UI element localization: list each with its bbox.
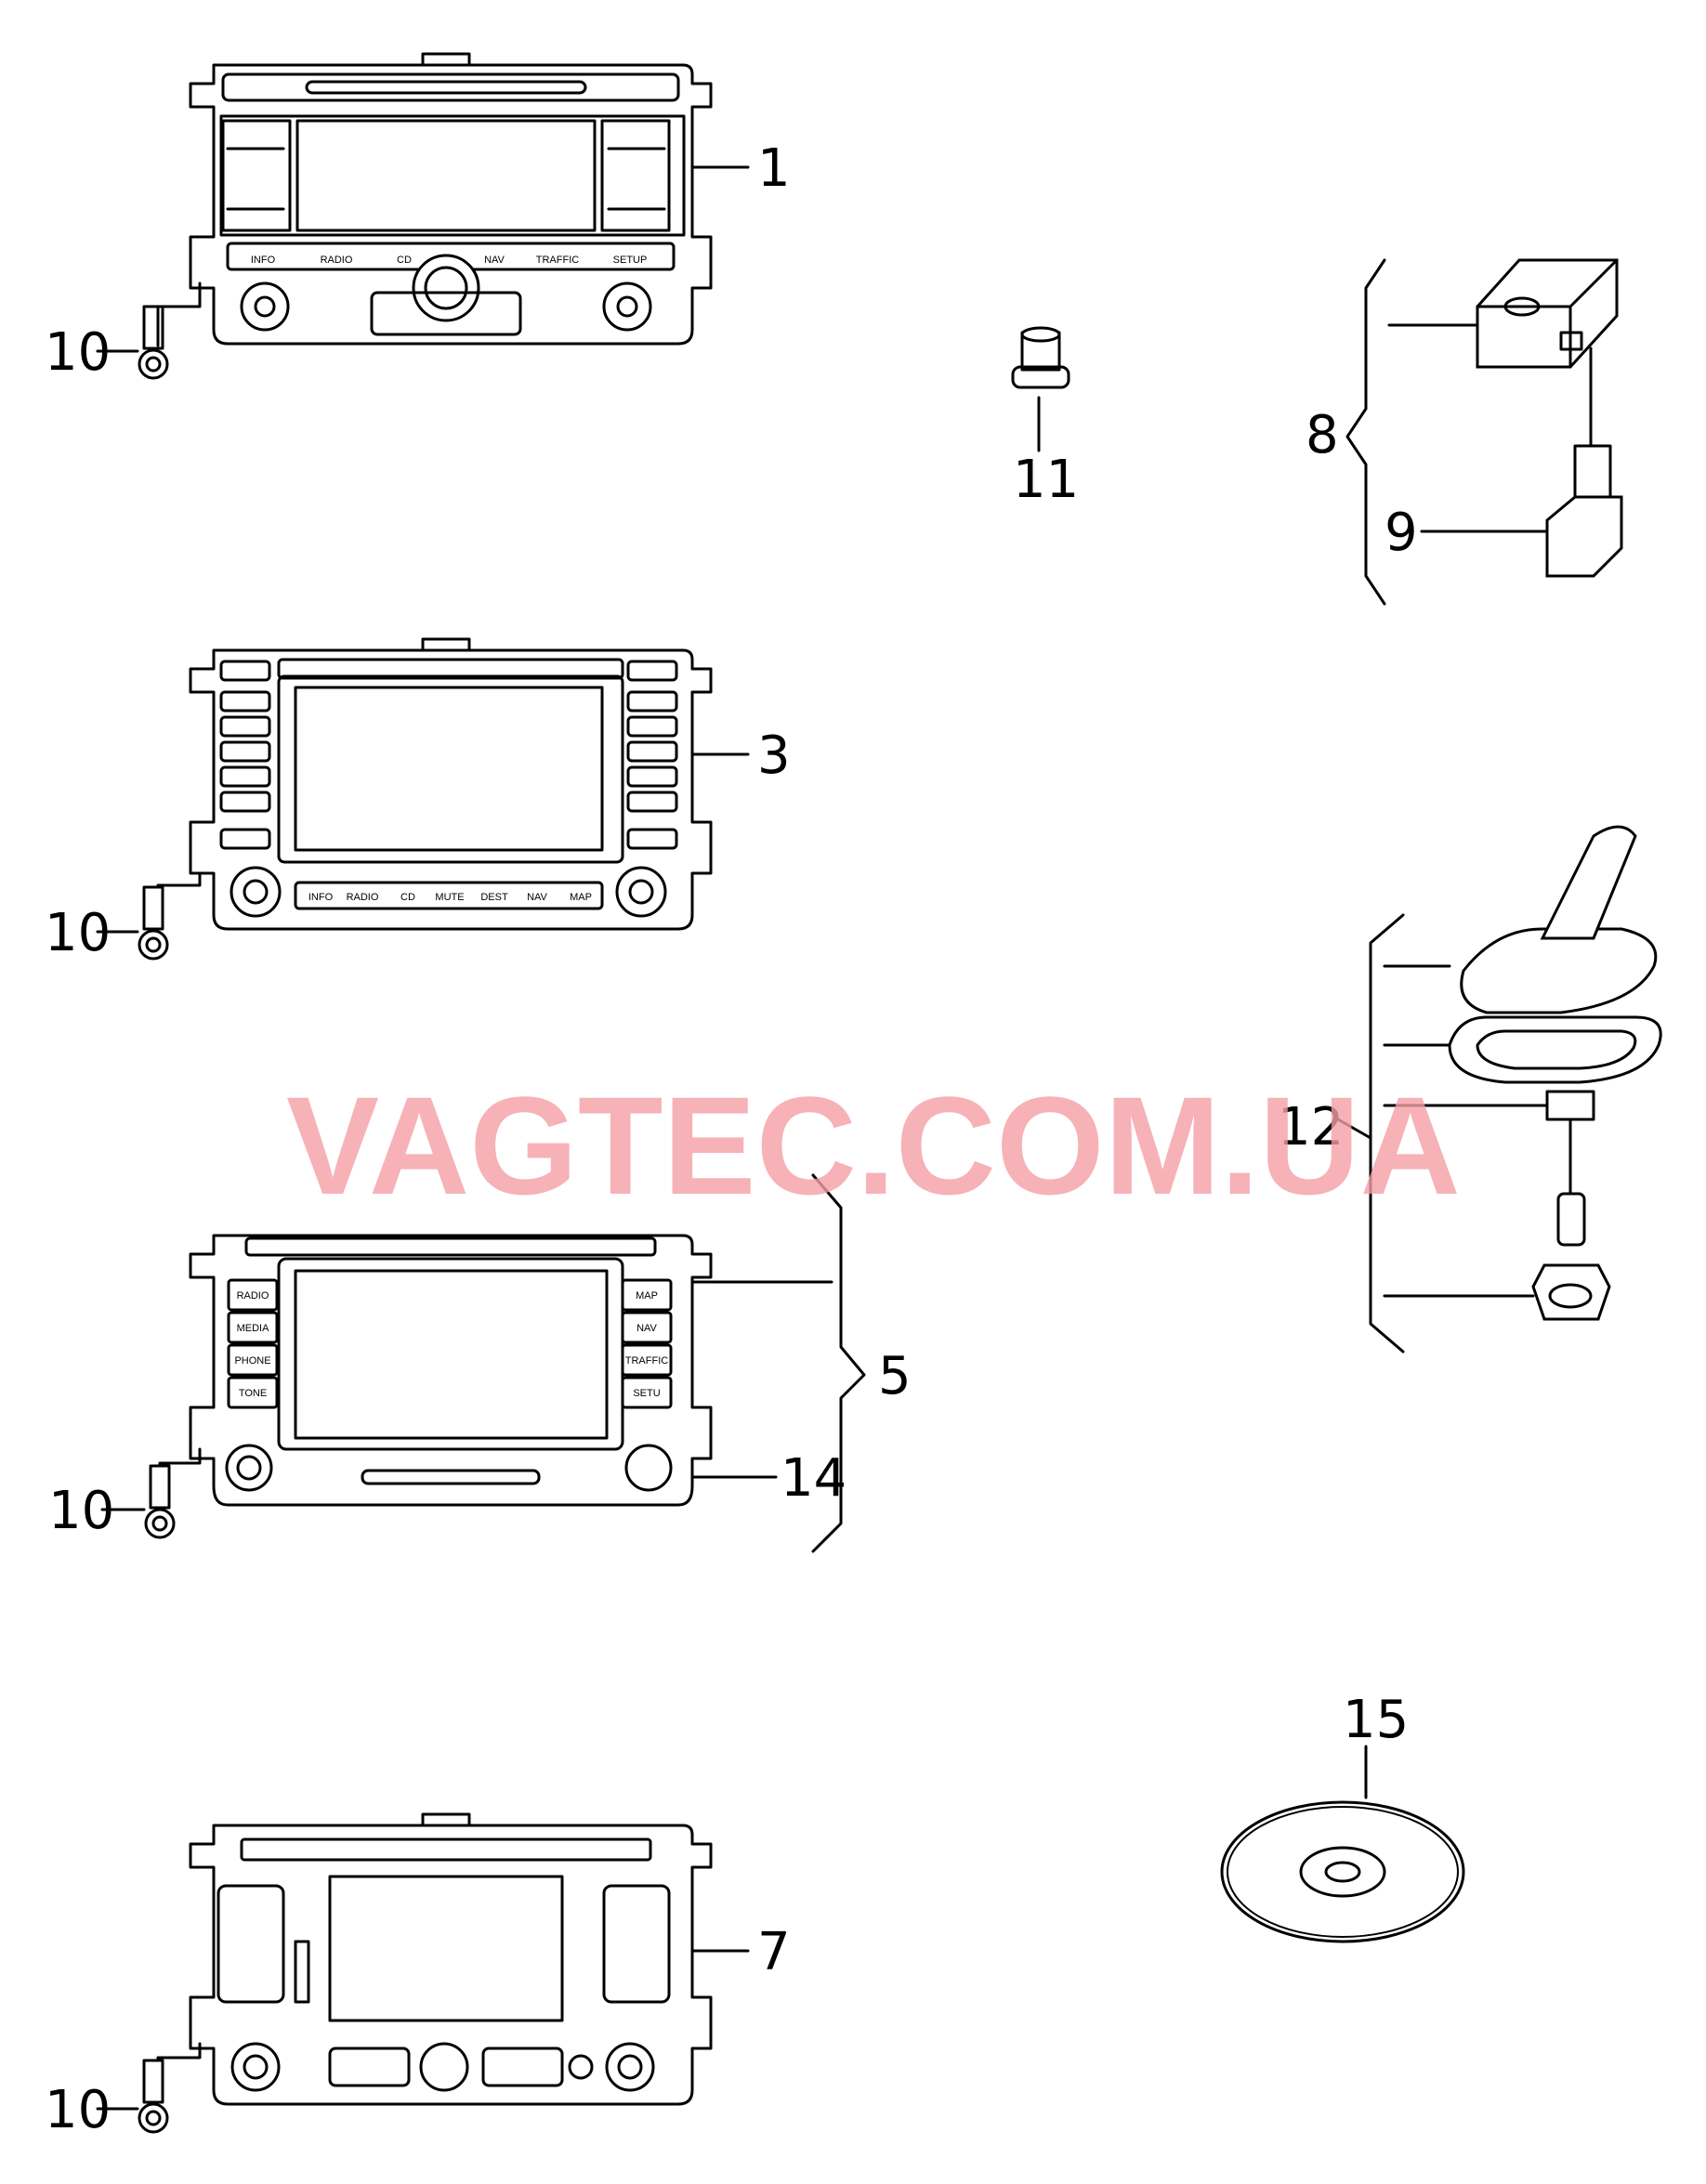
callout-7: 7	[757, 1922, 791, 1982]
callout-9: 9	[1384, 503, 1418, 563]
unit1-btn-label: TRAFFIC	[536, 255, 579, 266]
unit3-btn-label: DEST	[480, 892, 508, 903]
unit5-left-btn-label: TONE	[239, 1388, 267, 1399]
screw-10-d	[138, 2042, 202, 2134]
radio-unit-1[interactable]: INFO RADIO CD NAV TRAFFIC SETUP	[189, 52, 713, 346]
callout-10-d: 10	[45, 2080, 111, 2140]
unit3-btn-label: MAP	[570, 892, 592, 903]
unit1-button-row[interactable]: INFO RADIO CD NAV TRAFFIC SETUP	[251, 255, 647, 266]
navigation-unit-5[interactable]: RADIO MEDIA PHONE TONE MAP NAV TRAFFIC S…	[189, 1234, 713, 1507]
module-part-8	[1345, 258, 1623, 606]
callout-1: 1	[757, 138, 791, 199]
navigation-unit-3[interactable]: INFO RADIO CD MUTE DEST NAV MAP	[189, 637, 713, 931]
callout-12: 12	[1278, 1097, 1344, 1157]
callout-8: 8	[1306, 405, 1339, 465]
unit1-btn-label: NAV	[484, 255, 505, 266]
unit1-btn-label: SETUP	[613, 255, 648, 266]
screw-10-a	[138, 281, 202, 380]
unit3-btn-label: NAV	[527, 892, 547, 903]
unit3-btn-label: INFO	[308, 892, 334, 903]
unit3-btn-label: MUTE	[435, 892, 464, 903]
callout-3: 3	[757, 726, 791, 786]
unit5-right-keys[interactable]: MAP NAV TRAFFIC SETU	[621, 1278, 673, 1409]
callout-10-a: 10	[45, 322, 111, 383]
callout-11: 11	[1013, 450, 1079, 510]
callout-10-b: 10	[45, 903, 111, 963]
unit5-left-keys[interactable]: RADIO MEDIA PHONE TONE	[227, 1278, 279, 1409]
unit5-left-btn-label: RADIO	[237, 1290, 269, 1301]
watermark: VAGTEC.COM.UA	[286, 1067, 1461, 1223]
screw-10-c	[144, 1447, 202, 1539]
callout-14: 14	[781, 1448, 846, 1509]
unit3-btn-label: RADIO	[347, 892, 379, 903]
unit5-right-btn-label: SETU	[633, 1388, 660, 1399]
cap-part-11	[1011, 326, 1070, 452]
unit3-side-keys[interactable]	[219, 660, 678, 850]
unit5-right-btn-label: NAV	[636, 1323, 657, 1334]
disc-part-15	[1220, 1745, 1465, 1943]
unit5-right-btn-label: TRAFFIC	[625, 1355, 668, 1367]
radio-unit-7[interactable]	[189, 1812, 713, 2106]
callout-10-c: 10	[48, 1481, 114, 1541]
unit1-btn-label: CD	[397, 255, 412, 266]
unit5-left-btn-label: PHONE	[234, 1355, 270, 1367]
screw-10-b	[138, 871, 202, 961]
callout-5: 5	[878, 1346, 912, 1406]
unit1-btn-label: INFO	[251, 255, 276, 266]
unit5-right-btn-label: MAP	[636, 1290, 658, 1301]
unit3-button-row[interactable]: INFO RADIO CD MUTE DEST NAV MAP	[308, 892, 592, 903]
unit5-left-btn-label: MEDIA	[237, 1323, 270, 1334]
antenna-part-12	[1336, 825, 1662, 1354]
leader-lines	[96, 165, 866, 2111]
callout-15: 15	[1343, 1690, 1409, 1750]
unit3-btn-label: CD	[400, 892, 415, 903]
unit1-btn-label: RADIO	[321, 255, 353, 266]
